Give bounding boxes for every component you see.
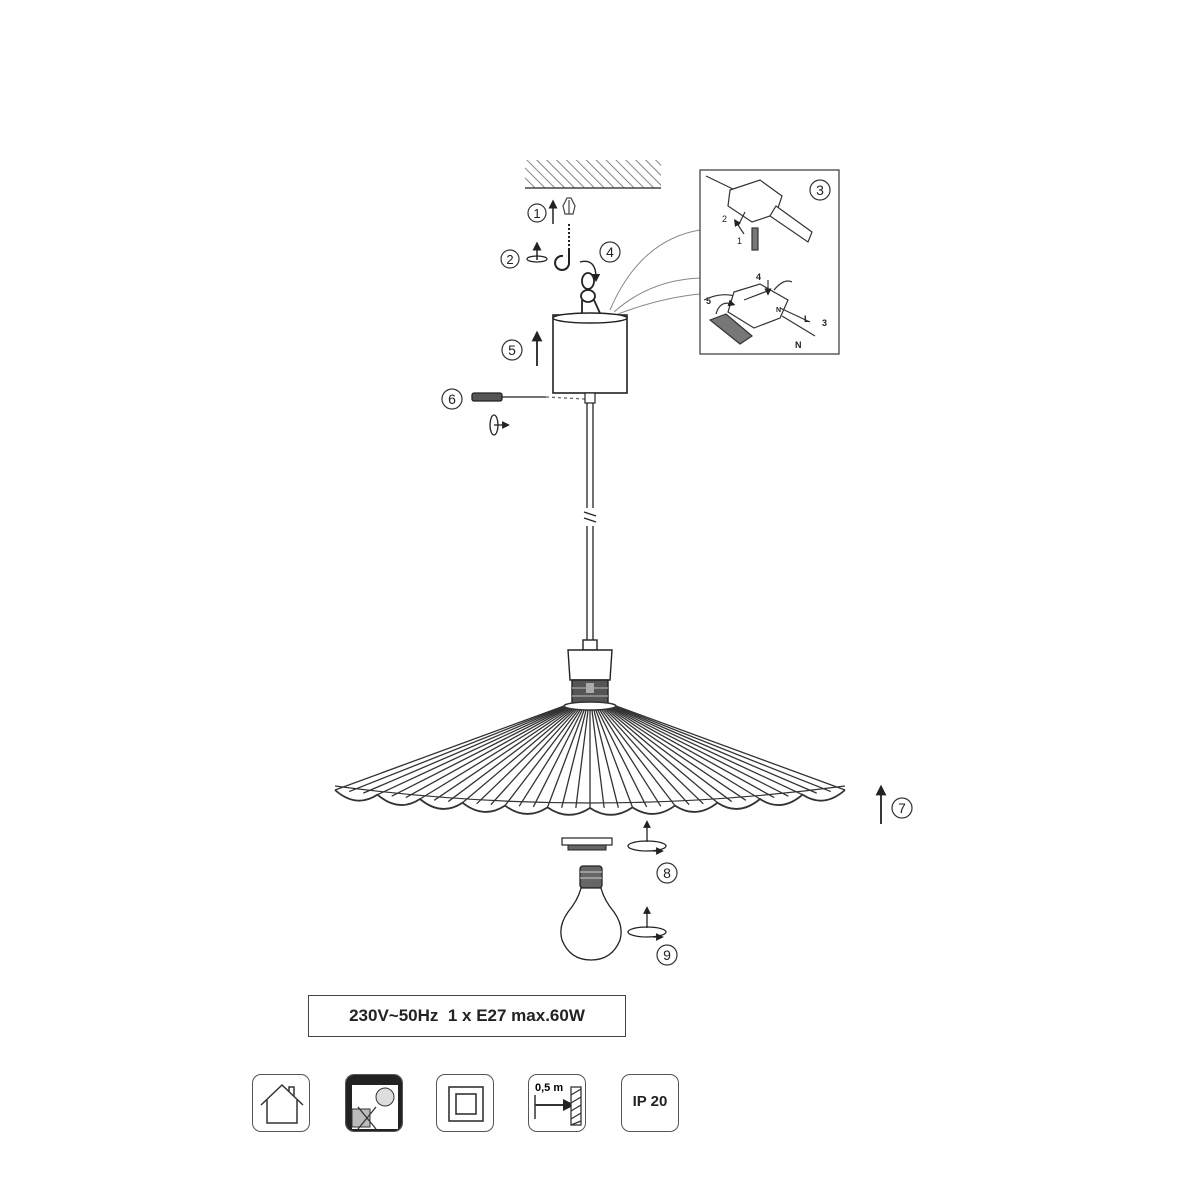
inset-letter-N-small: N [776, 307, 781, 314]
wall-plug [562, 197, 576, 215]
lamp-holder [567, 639, 613, 707]
inset-letter-L: L [804, 314, 810, 324]
step-9-label: 9 [663, 947, 671, 963]
step-7-label: 7 [898, 800, 906, 816]
step-5-label: 5 [508, 342, 516, 358]
indoor-use-icon [252, 1074, 310, 1132]
shade-ring [561, 837, 613, 851]
ip-rating-icon: IP 20 [621, 1074, 679, 1132]
step-8-label: 8 [663, 865, 671, 881]
inset-number-4: 4 [756, 272, 761, 282]
step-6-rotate-arrow [489, 414, 510, 436]
inset-number-3: 3 [822, 318, 827, 328]
step-1-label: 1 [533, 206, 540, 221]
step-4-arrow [579, 260, 601, 283]
ceiling-hook [554, 224, 571, 271]
inset-number-5: 5 [706, 296, 711, 306]
wiring-inset: 3 2 1 4 5 L 3 N N [699, 169, 840, 355]
inset-letter-N: N [795, 340, 802, 350]
min-distance-icon: 0,5 m [528, 1074, 586, 1132]
step-9-rotate-arrow [627, 906, 667, 941]
ip-rating-label: IP 20 [632, 1093, 668, 1110]
step-6-label: 6 [448, 391, 456, 407]
inset-number-1: 1 [737, 236, 742, 246]
inset-number-2: 2 [722, 214, 727, 224]
light-bulb [560, 865, 622, 961]
electrical-spec-label: 230V~50Hz 1 x E27 max.60W [308, 995, 626, 1037]
inset-leader-lines [609, 229, 701, 315]
ceiling [525, 160, 661, 189]
pendant-cable [583, 403, 597, 640]
ceiling-canopy [552, 312, 628, 394]
step-4-label: 4 [606, 244, 614, 260]
double-insulation-class-2-icon [436, 1074, 494, 1132]
screwdriver [471, 392, 586, 402]
no-insulating-ceiling-icon [345, 1074, 403, 1132]
min-distance-label: 0,5 m [535, 1082, 563, 1094]
lamp-shade [334, 701, 846, 816]
step-8-rotate-arrow [627, 820, 667, 855]
step-2-label: 2 [506, 252, 513, 267]
step-3-label: 3 [816, 182, 824, 198]
